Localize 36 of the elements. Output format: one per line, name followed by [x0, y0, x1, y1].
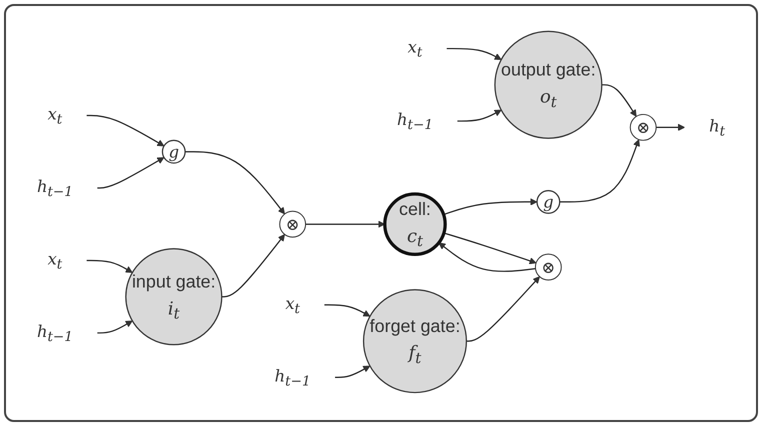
node-text: h$_{t−1}$ [397, 110, 433, 132]
node-circle: ⊗ [279, 210, 306, 238]
arrow [324, 304, 370, 317]
node-text: x$_{t}$ [48, 104, 62, 127]
node-circle: output gate: o$_{t}$ [494, 30, 602, 139]
arrow [560, 139, 640, 203]
node-circle: forget gate: f$_{t}$ [362, 289, 468, 394]
node-circle: g [536, 190, 560, 214]
arrow [466, 276, 540, 342]
node-text: h$_{t−1}$ [36, 322, 73, 344]
node-circle: ⊗ [630, 114, 657, 141]
node-text: h$_{t−1}$ [274, 366, 311, 389]
node-circle: input gate: i$_{t}$ [125, 248, 222, 346]
arrow [656, 124, 685, 131]
node-circle: g [162, 140, 186, 164]
arrow [306, 220, 386, 228]
arrow [335, 366, 370, 378]
arrow [457, 110, 502, 122]
node-circle: cell: c$_{t}$ [383, 192, 447, 256]
arrow [444, 232, 536, 264]
node-text: x$_{t}$ [48, 249, 62, 272]
arrow [97, 157, 164, 189]
node-circle: ⊗ [534, 254, 562, 281]
arrow [443, 198, 538, 216]
arrow [438, 242, 536, 272]
arrow [86, 260, 133, 273]
arrow [602, 84, 637, 117]
node-text: x$_{t}$ [285, 294, 300, 316]
node-text: h$_{t−1}$ [36, 176, 73, 200]
arrow [86, 114, 164, 146]
arrow [222, 234, 285, 298]
node-text: x$_{t}$ [408, 37, 422, 60]
arrow [446, 48, 502, 60]
node-text: h$_{t}$ [709, 116, 726, 139]
arrow [97, 320, 133, 334]
arrow [185, 151, 285, 214]
